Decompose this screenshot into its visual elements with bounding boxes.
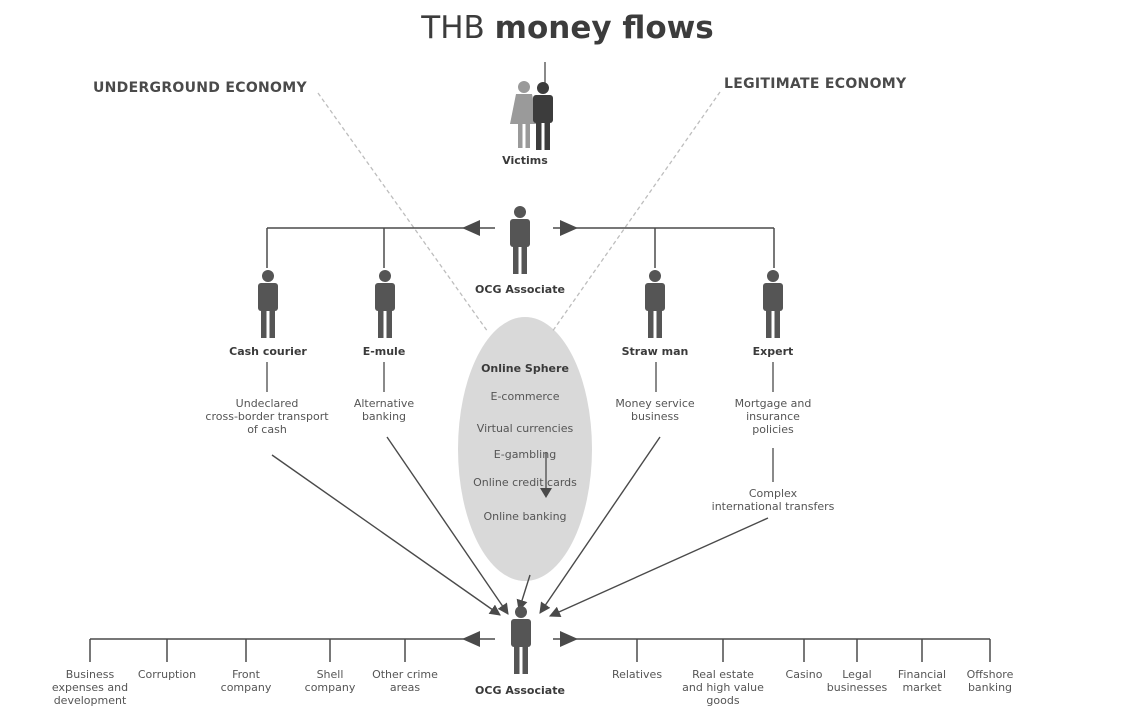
- label-line: Financial: [897, 668, 947, 681]
- legitimate-economy-label: LEGITIMATE ECONOMY: [724, 76, 907, 92]
- label-line: Casino: [785, 668, 823, 681]
- label-line: banking: [361, 410, 407, 423]
- actor-channel-connectors: [266, 362, 774, 482]
- victim-woman-icon: [510, 81, 538, 148]
- label-line: Undeclared: [235, 397, 299, 410]
- straw-man-person-icon: [645, 270, 665, 338]
- money-service-label: Money service business: [600, 397, 710, 423]
- label-line: international transfers: [711, 500, 835, 513]
- label-line: businesses: [826, 681, 888, 694]
- label-line: of cash: [247, 423, 287, 436]
- label-line: Complex: [748, 487, 798, 500]
- e-mule-label: E-mule: [362, 345, 406, 358]
- use-shell-company: Shell company: [290, 668, 370, 694]
- mortgage-insurance-label: Mortgage and insurance policies: [718, 397, 828, 436]
- victim-man-icon: [533, 82, 553, 150]
- use-business-expenses: Business expenses and development: [45, 668, 135, 707]
- use-other-crime-areas: Other crime areas: [365, 668, 445, 694]
- undeclared-transport-label: Undeclared cross-border transport of cas…: [187, 397, 347, 436]
- diagram-title: THB money flows: [0, 10, 1135, 46]
- label-line: market: [902, 681, 942, 694]
- online-sphere-item: Online banking: [483, 510, 567, 523]
- label-line: company: [220, 681, 272, 694]
- arrow-left-top: [462, 220, 480, 236]
- converging-arrows: [271, 436, 769, 617]
- alternative-banking-label: Alternative banking: [334, 397, 434, 423]
- label-line: Shell: [316, 668, 344, 681]
- label-line: company: [304, 681, 356, 694]
- label-line: insurance: [746, 410, 800, 423]
- use-front-company: Front company: [206, 668, 286, 694]
- online-sphere-item: Virtual currencies: [476, 422, 574, 435]
- title-prefix: THB: [421, 10, 485, 46]
- expert-label: Expert: [752, 345, 794, 358]
- use-casino: Casino: [774, 668, 834, 681]
- label-line: banking: [967, 681, 1013, 694]
- cash-courier-label: Cash courier: [229, 345, 307, 358]
- ocg-top-label: OCG Associate: [475, 283, 565, 296]
- ocg-bottom-label: OCG Associate: [475, 684, 565, 697]
- use-financial-market: Financial market: [890, 668, 954, 694]
- label-line: business: [631, 410, 679, 423]
- label-line: cross-border transport: [205, 410, 329, 423]
- label-line: development: [53, 694, 127, 707]
- label-line: Business: [65, 668, 115, 681]
- arrow-right-top: [560, 220, 578, 236]
- complex-transfers-label: Complex international transfers: [703, 487, 843, 513]
- label-line: Corruption: [137, 668, 197, 681]
- legitimate-divider-line: [551, 91, 721, 333]
- label-line: Other crime: [372, 668, 438, 681]
- label-line: policies: [752, 423, 794, 436]
- arrow-left-bottom: [462, 631, 480, 647]
- use-legal-businesses: Legal businesses: [822, 668, 892, 694]
- ocg-bottom-person-icon: [511, 606, 531, 674]
- online-sphere-item: E-gambling: [493, 448, 557, 461]
- label-line: Relatives: [611, 668, 663, 681]
- label-line: Legal: [842, 668, 872, 681]
- victims-label: Victims: [502, 154, 548, 167]
- label-line: Offshore: [966, 668, 1014, 681]
- online-sphere-item: Online credit cards: [473, 476, 577, 489]
- label-line: expenses and: [51, 681, 129, 694]
- e-mule-person-icon: [375, 270, 395, 338]
- expert-person-icon: [763, 270, 783, 338]
- use-offshore-banking: Offshore banking: [958, 668, 1022, 694]
- underground-economy-label: UNDERGROUND ECONOMY: [93, 80, 307, 96]
- straw-man-label: Straw man: [621, 345, 689, 358]
- label-line: goods: [706, 694, 740, 707]
- label-line: Money service: [615, 397, 695, 410]
- arrow-right-bottom: [560, 631, 578, 647]
- online-sphere-ellipse: [458, 317, 592, 581]
- top-distribution-lines: [266, 227, 775, 268]
- use-real-estate: Real estate and high value goods: [678, 668, 768, 707]
- bottom-distribution-lines: [89, 638, 991, 662]
- ocg-top-person-icon: [510, 206, 530, 274]
- underground-divider-line: [317, 92, 489, 333]
- online-sphere-title: Online Sphere: [481, 362, 569, 375]
- label-line: Mortgage and: [734, 397, 812, 410]
- cash-courier-person-icon: [258, 270, 278, 338]
- use-corruption: Corruption: [127, 668, 207, 681]
- online-sphere-item: E-commerce: [490, 390, 560, 403]
- label-line: Real estate: [692, 668, 754, 681]
- sphere-inner-arrow: [540, 488, 552, 498]
- use-relatives: Relatives: [597, 668, 677, 681]
- label-line: Alternative: [353, 397, 415, 410]
- label-line: areas: [389, 681, 421, 694]
- label-line: and high value: [682, 681, 764, 694]
- label-line: Front: [232, 668, 260, 681]
- title-bold: money flows: [494, 10, 714, 46]
